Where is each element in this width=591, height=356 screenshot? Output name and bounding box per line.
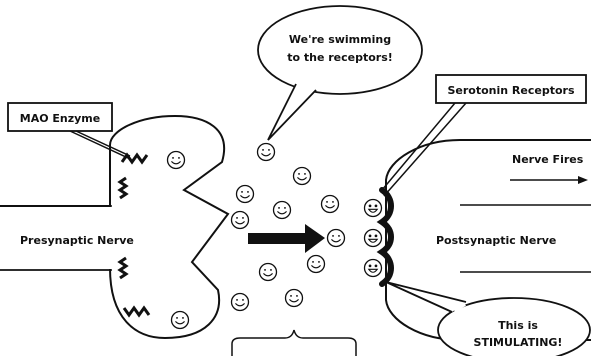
nerve-fires-label: Nerve Fires [512, 153, 584, 166]
smiley-face-icon [320, 194, 340, 214]
serotonin-receptors-label: Serotonin Receptors [447, 84, 574, 97]
smiley-face-icon [230, 210, 250, 230]
speech-top-line1: We're swimming [289, 33, 391, 46]
synaptic-cleft-brace [231, 329, 357, 356]
mao-enzyme-pointer [69, 130, 129, 159]
receptor-site-icon [376, 187, 394, 287]
serotonin-molecules [166, 142, 383, 330]
smiley-face-icon [306, 254, 326, 274]
serotonin-receptors-pointer [381, 102, 456, 191]
smiley-face-icon [272, 200, 292, 220]
bold-arrow-right-icon [248, 224, 325, 253]
speech-bubble-top: We're swimming to the receptors! [257, 5, 423, 141]
smiley-face-icon [363, 198, 383, 218]
postsynaptic-nerve [385, 139, 591, 341]
smiley-face-icon [235, 184, 255, 204]
speech-bubble-bottom: This is STIMULATING! [385, 281, 591, 356]
smiley-face-icon [292, 166, 312, 186]
mao-enzyme-icon [120, 152, 149, 165]
mao-enzyme-label-box [7, 102, 113, 132]
thin-arrow-right-icon [510, 176, 588, 184]
mao-enzyme-icon [117, 176, 129, 200]
mao-enzyme-icon [122, 305, 151, 318]
mao-enzyme-icon [117, 256, 129, 280]
speech-bottom-line2: STIMULATING! [474, 336, 563, 349]
mao-enzyme-label: MAO Enzyme [20, 112, 100, 125]
smiley-face-icon [284, 288, 304, 308]
speech-top-line2: to the receptors! [287, 51, 393, 64]
presynaptic-nerve-label: Presynaptic Nerve [20, 234, 134, 247]
speech-bottom-line1: This is [498, 319, 538, 332]
smiley-face-icon [326, 228, 346, 248]
postsynaptic-nerve-label: Postsynaptic Nerve [436, 234, 556, 247]
smiley-face-icon [170, 310, 190, 330]
serotonin-receptors-label-box [435, 74, 587, 104]
smiley-face-icon [230, 292, 250, 312]
smiley-face-icon [166, 150, 186, 170]
smiley-face-icon [363, 258, 383, 278]
smiley-face-icon [256, 142, 276, 162]
smiley-face-icon [363, 228, 383, 248]
smiley-face-icon [258, 262, 278, 282]
